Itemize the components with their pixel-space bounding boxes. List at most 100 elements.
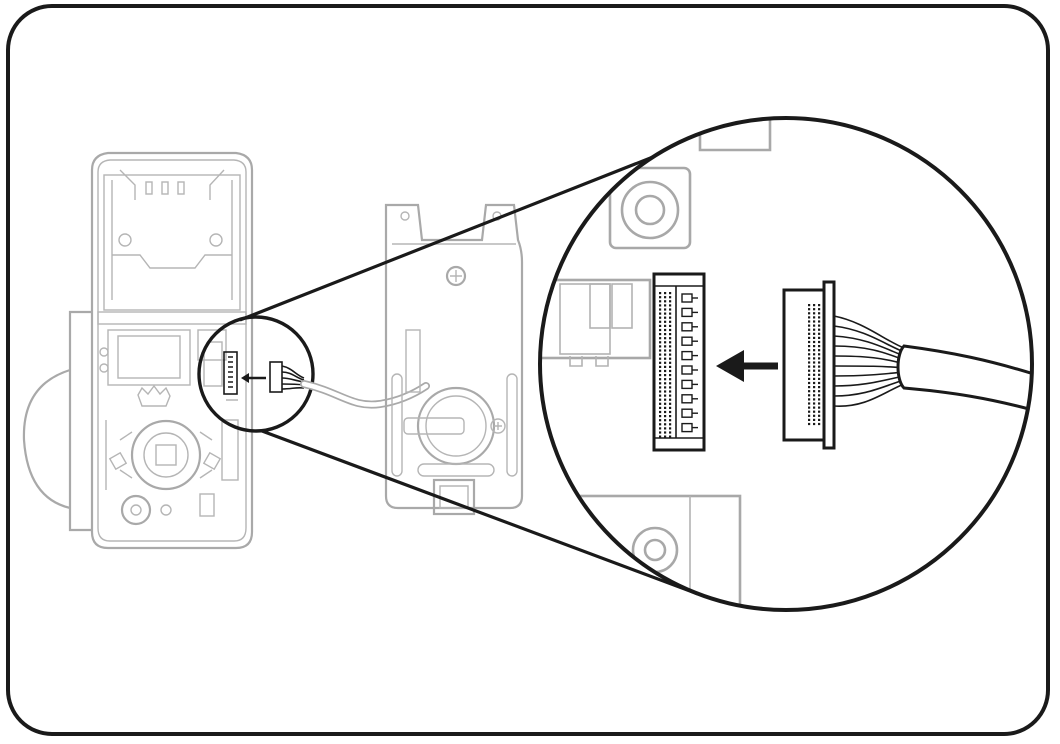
- plug-contact-dot: [818, 410, 821, 413]
- contact-dot: [659, 349, 662, 352]
- contact-dot: [669, 427, 672, 430]
- pin-latch: [681, 422, 693, 433]
- plug-contact-dot: [818, 349, 821, 352]
- plug-contact-dot: [813, 357, 816, 360]
- contact-dot: [659, 394, 662, 397]
- plug-contact-dot: [813, 398, 816, 401]
- pin-latch: [681, 307, 693, 318]
- contact-dot: [669, 341, 672, 344]
- plug-contact-dot: [808, 418, 811, 421]
- contact-dot: [664, 369, 667, 373]
- contact-dot: [664, 390, 667, 393]
- plug-contact-dot: [813, 406, 816, 409]
- contact-dot: [664, 292, 667, 295]
- cable-plug-connector: [782, 280, 1032, 450]
- plug-contact-dot: [818, 357, 821, 360]
- contact-dot: [669, 324, 672, 327]
- contact-dot: [669, 320, 672, 323]
- contact-dot: [669, 406, 672, 409]
- plug-contact-dot: [808, 422, 811, 426]
- contact-dot: [664, 296, 667, 299]
- contact-dot: [664, 320, 667, 323]
- plug-contact-dot: [808, 304, 811, 307]
- plug-contact-dot: [818, 353, 821, 356]
- plug-contact-dot: [818, 394, 821, 397]
- contact-dot: [664, 304, 667, 307]
- contact-dot: [664, 328, 667, 332]
- contact-dot: [669, 410, 672, 414]
- contact-dot: [664, 345, 667, 348]
- contact-dot: [669, 378, 672, 381]
- plug-contact-dot: [808, 357, 811, 360]
- contact-dot: [659, 357, 662, 360]
- plug-contact-dot: [808, 394, 811, 397]
- contact-dot: [659, 415, 662, 418]
- plug-contact-dot: [818, 414, 821, 417]
- contact-dot: [669, 312, 672, 315]
- plug-contact-dot: [808, 390, 811, 393]
- plug-contact-dot: [818, 365, 821, 368]
- plug-contact-dot: [808, 373, 811, 376]
- plug-contact-dot: [808, 377, 811, 380]
- plug-contact-dot: [808, 402, 811, 405]
- plug-contact-dot: [808, 410, 811, 413]
- plug-contact-dot: [818, 361, 821, 364]
- plug-contact-dot: [813, 373, 816, 376]
- connector-contact-grid: [659, 292, 672, 438]
- contact-dot: [659, 435, 662, 438]
- plug-contact-dot: [808, 398, 811, 401]
- contact-dot: [669, 435, 672, 438]
- plug-contact-dot: [808, 349, 811, 352]
- plug-contact-dot: [813, 320, 816, 323]
- contact-dot: [659, 386, 662, 389]
- contact-dot: [664, 349, 667, 352]
- plug-contact-dot: [818, 324, 821, 327]
- contact-dot: [659, 431, 662, 434]
- plug-contact-dot: [813, 349, 816, 352]
- plug-contact-dot: [813, 304, 816, 307]
- plug-contact-dot: [813, 361, 816, 364]
- contact-dot: [664, 374, 667, 377]
- plug-contact-grid: [808, 304, 821, 426]
- plug-contact-dot: [808, 312, 811, 315]
- contact-dot: [664, 410, 667, 414]
- contact-dot: [669, 337, 672, 340]
- plug-contact-dot: [808, 308, 811, 311]
- plug-contact-dot: [813, 336, 816, 339]
- plug-contact-dot: [808, 336, 811, 339]
- contact-dot: [664, 300, 667, 303]
- contact-dot: [664, 386, 667, 389]
- plug-contact-dot: [808, 316, 811, 319]
- contact-dot: [664, 419, 667, 422]
- plug-contact-dot: [808, 381, 811, 385]
- pin-latch: [681, 394, 693, 404]
- plug-contact-dot: [813, 394, 816, 397]
- pin-latch: [681, 408, 693, 418]
- plug-contact-dot: [813, 402, 816, 405]
- plug-contact-dot: [808, 332, 811, 335]
- contact-dot: [659, 345, 662, 348]
- contact-dot: [664, 427, 667, 430]
- plug-contact-dot: [818, 332, 821, 335]
- contact-dot: [669, 296, 672, 299]
- plug-contact-dot: [808, 361, 811, 364]
- callout-leader-bottom: [261, 429, 699, 596]
- contact-dot: [669, 308, 672, 311]
- plug-contact-dot: [813, 390, 816, 393]
- plug-contact-dot: [813, 316, 816, 319]
- board-connector-receptacle: [652, 272, 706, 452]
- contact-dot: [669, 292, 672, 295]
- contact-dot: [664, 361, 667, 364]
- contact-dot: [669, 394, 672, 397]
- contact-dot: [659, 300, 662, 303]
- contact-dot: [664, 435, 667, 438]
- contact-dot: [664, 398, 667, 401]
- contact-dot: [669, 386, 672, 389]
- plug-contact-dot: [813, 422, 816, 426]
- contact-dot: [669, 361, 672, 364]
- contact-dot: [659, 427, 662, 430]
- contact-dot: [664, 402, 667, 405]
- plug-contact-dot: [813, 410, 816, 413]
